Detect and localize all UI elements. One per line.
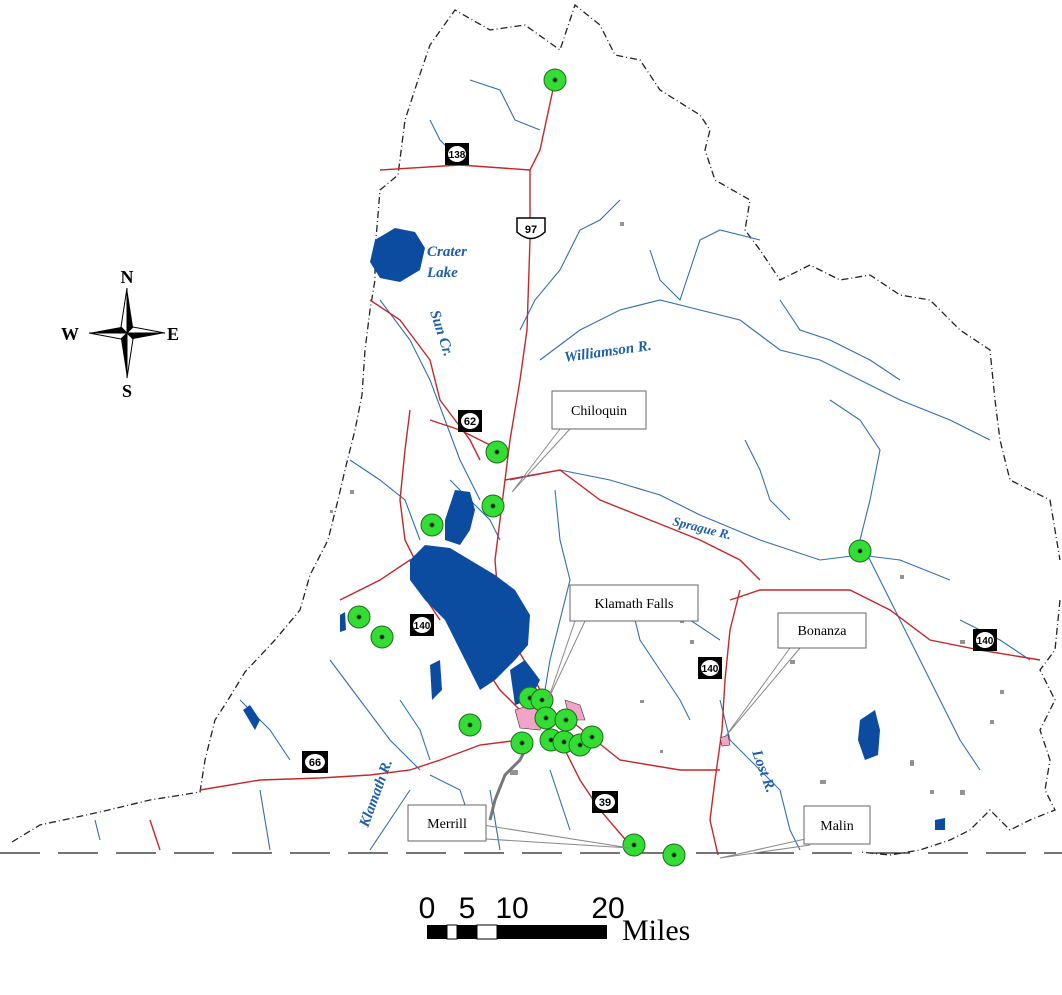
site-marker[interactable] bbox=[481, 494, 505, 518]
town-callouts: Chiloquin Klamath Falls Bonanza Merrill … bbox=[407, 390, 871, 845]
williamson-river-label: Williamson R. bbox=[563, 338, 652, 366]
svg-text:138: 138 bbox=[449, 150, 466, 161]
highway-39-shield: 39 bbox=[592, 791, 618, 813]
scale-unit-label: Miles bbox=[622, 914, 690, 947]
svg-text:140: 140 bbox=[702, 664, 719, 675]
highway-shields: 138 97 62 140 140 140 66 bbox=[302, 143, 997, 813]
site-marker[interactable] bbox=[580, 725, 604, 749]
highway-138-shield: 138 bbox=[445, 143, 469, 165]
site-marker[interactable] bbox=[848, 539, 872, 563]
crater-lake-label-2: Lake bbox=[426, 265, 458, 281]
site-marker[interactable] bbox=[543, 68, 567, 92]
callout-klamath-falls: Klamath Falls bbox=[569, 584, 699, 622]
highway-140-shield-west: 140 bbox=[410, 614, 434, 636]
svg-text:39: 39 bbox=[599, 797, 611, 809]
svg-text:Malin: Malin bbox=[820, 819, 853, 834]
lakes bbox=[243, 228, 945, 840]
scale-tick-5: 5 bbox=[459, 892, 476, 925]
highway-140-shield-central: 140 bbox=[698, 657, 722, 679]
wetlands bbox=[330, 222, 1004, 795]
site-marker[interactable] bbox=[530, 688, 554, 712]
callout-malin: Malin bbox=[803, 805, 871, 845]
callout-leaders bbox=[469, 428, 811, 859]
svg-text:66: 66 bbox=[309, 757, 321, 769]
svg-text:Merrill: Merrill bbox=[427, 817, 467, 832]
sprague-river-label: Sprague R. bbox=[671, 513, 733, 542]
svg-text:140: 140 bbox=[414, 621, 431, 632]
site-marker[interactable] bbox=[485, 440, 509, 464]
callout-chiloquin: Chiloquin bbox=[551, 390, 647, 430]
callout-bonanza: Bonanza bbox=[777, 612, 867, 649]
svg-text:62: 62 bbox=[464, 416, 476, 428]
callout-merrill: Merrill bbox=[407, 804, 487, 842]
svg-text:Chiloquin: Chiloquin bbox=[571, 404, 627, 419]
crater-lake-label: Crater bbox=[427, 244, 467, 260]
compass-rose: N S E W bbox=[61, 267, 179, 401]
highway-62-shield: 62 bbox=[458, 410, 482, 432]
compass-south-label: S bbox=[122, 381, 132, 401]
agency-lake-shape bbox=[445, 490, 475, 545]
scale-tick-0: 0 bbox=[419, 892, 436, 925]
site-marker[interactable] bbox=[554, 708, 578, 732]
svg-text:97: 97 bbox=[525, 224, 537, 236]
compass-north-label: N bbox=[121, 267, 134, 287]
svg-text:Bonanza: Bonanza bbox=[798, 624, 848, 639]
rivers bbox=[94, 79, 1031, 851]
site-marker[interactable] bbox=[370, 625, 394, 649]
compass-west-label: W bbox=[61, 324, 79, 344]
scale-tick-10: 10 bbox=[495, 892, 528, 925]
scale-bar: 0 5 10 20 Miles bbox=[419, 892, 691, 947]
sampling-sites bbox=[347, 68, 872, 867]
site-marker[interactable] bbox=[662, 843, 686, 867]
site-marker[interactable] bbox=[458, 713, 482, 737]
svg-text:Klamath Falls: Klamath Falls bbox=[595, 597, 674, 612]
compass-east-label: E bbox=[167, 324, 179, 344]
county-boundary bbox=[11, 3, 1061, 856]
site-marker[interactable] bbox=[420, 513, 444, 537]
lost-river-label: Lost R. bbox=[748, 747, 778, 795]
svg-text:140: 140 bbox=[977, 636, 994, 647]
upper-klamath-lake-shape bbox=[410, 545, 530, 690]
crater-lake-shape bbox=[370, 228, 425, 282]
highway-140-shield-east: 140 bbox=[973, 629, 997, 651]
site-marker[interactable] bbox=[510, 731, 534, 755]
highway-66-shield: 66 bbox=[302, 751, 328, 773]
site-marker[interactable] bbox=[622, 833, 646, 857]
highway-97-shield: 97 bbox=[516, 217, 546, 240]
scale-tick-20: 20 bbox=[591, 892, 624, 925]
site-marker[interactable] bbox=[534, 706, 558, 730]
site-marker[interactable] bbox=[347, 605, 371, 629]
sun-creek-label: Sun Cr. bbox=[426, 308, 456, 358]
